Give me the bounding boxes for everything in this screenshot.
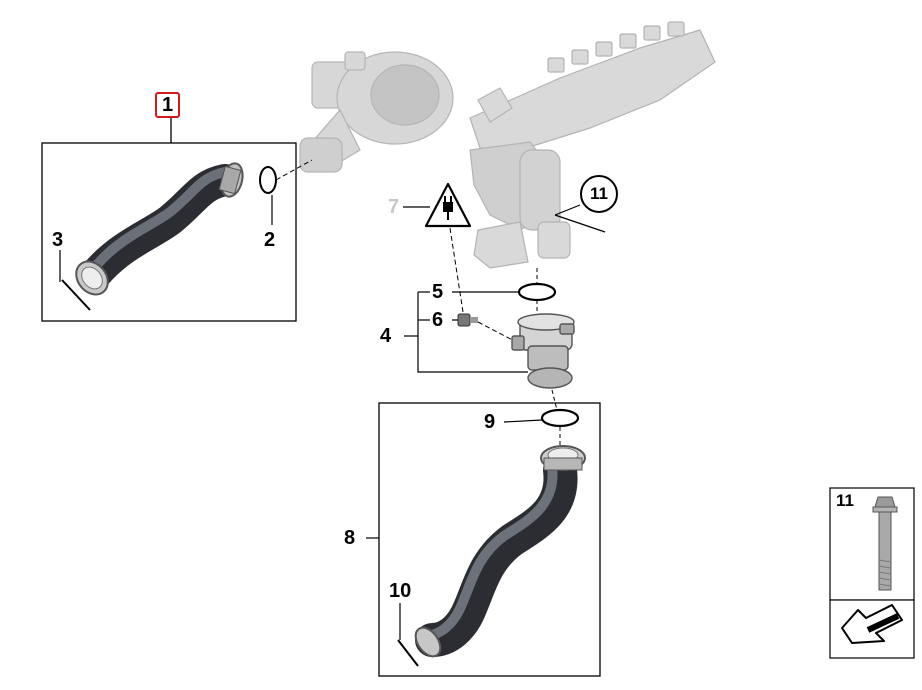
direction-arrow-icon — [841, 604, 903, 644]
charge-air-housing-4[interactable] — [511, 313, 575, 389]
o-ring-2[interactable] — [259, 166, 277, 194]
part-4-bracket — [404, 291, 528, 373]
part-1-group-box — [41, 142, 297, 322]
callout-7[interactable]: 7 — [388, 196, 400, 218]
callout-8[interactable]: 8 — [344, 527, 356, 549]
bolt-11[interactable] — [872, 496, 898, 591]
callout-4[interactable]: 4 — [380, 325, 392, 347]
o-ring-9[interactable] — [540, 408, 580, 428]
o-ring-5[interactable] — [517, 282, 557, 302]
hose-clamp-3[interactable] — [61, 279, 91, 311]
hose-clamp-10[interactable] — [397, 639, 419, 667]
callout-3[interactable]: 3 — [52, 229, 64, 251]
turbocharger-ghost — [299, 51, 454, 173]
electrical-connector-warning-icon — [424, 182, 472, 228]
callout-11-panel[interactable]: 11 — [836, 491, 854, 510]
intake-manifold-ghost — [469, 21, 716, 269]
callout-11-circled[interactable]: 11 — [580, 175, 618, 213]
sensor-6[interactable] — [457, 313, 478, 327]
charge-air-hose-8[interactable] — [411, 445, 586, 661]
callout-1[interactable]: 1 — [155, 92, 181, 118]
callout-6[interactable]: 6 — [432, 309, 444, 331]
callout-9[interactable]: 9 — [484, 411, 496, 433]
callout-5[interactable]: 5 — [432, 281, 444, 303]
bolt-11-panel — [829, 487, 915, 659]
charge-air-hose-1[interactable] — [70, 161, 246, 301]
callout-10[interactable]: 10 — [389, 580, 412, 602]
part-8-group-box — [378, 402, 601, 677]
callout-2[interactable]: 2 — [264, 229, 276, 251]
